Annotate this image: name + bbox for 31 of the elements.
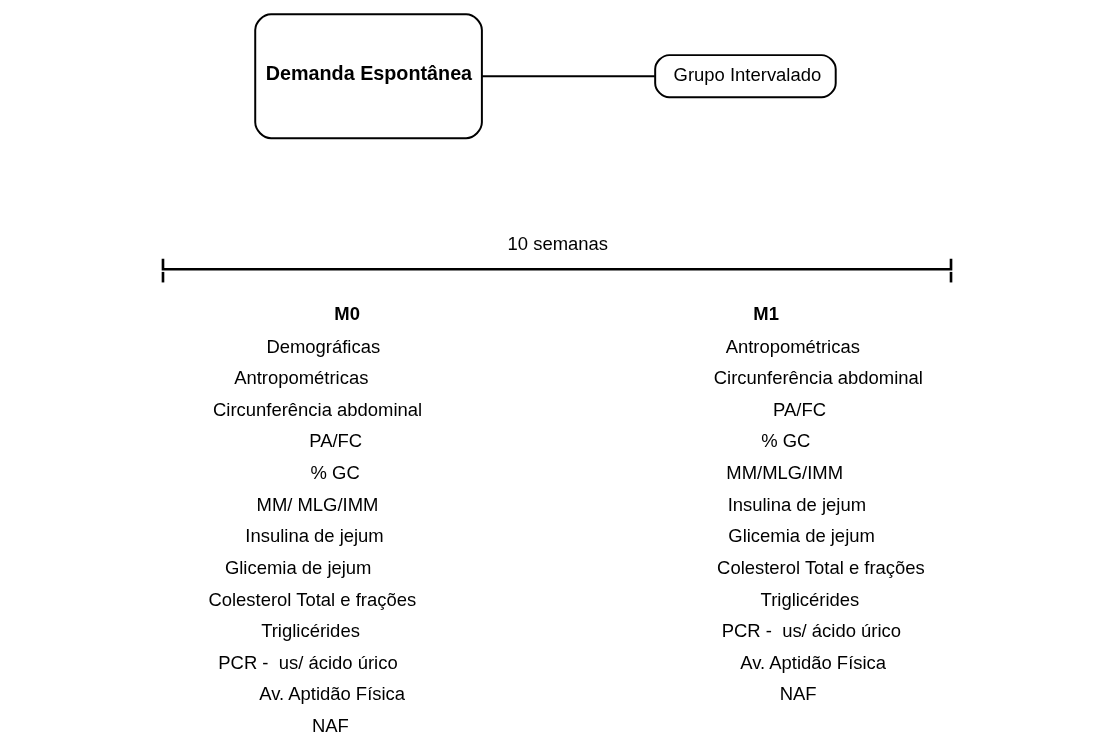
label: 10 semanas	[507, 232, 609, 254]
label: Glicemia de jejum	[224, 556, 372, 578]
connector	[480, 74, 656, 77]
label: PA/FC	[309, 429, 363, 451]
label: % GC	[761, 429, 811, 451]
label: Insulina de jejum	[727, 493, 867, 515]
label: M0	[334, 302, 360, 324]
label: NAF	[779, 682, 817, 704]
label: % GC	[310, 461, 360, 483]
label: Demográficas	[266, 335, 381, 357]
label: MM/MLG/IMM	[726, 461, 844, 483]
label: Circunferência abdominal	[213, 398, 423, 420]
label: PCR - us/ ácido úrico	[218, 651, 398, 673]
label: Insulina de jejum	[245, 524, 384, 546]
node-box: Grupo Intervalado	[654, 53, 837, 98]
label: Colesterol Total e frações	[208, 588, 417, 610]
node-box: Demanda Espontânea	[254, 12, 483, 139]
label: Circunferência abdominal	[713, 366, 923, 388]
label: Av. Aptidão Física	[740, 651, 887, 673]
label: M1	[753, 302, 779, 324]
label: PCR - us/ ácido úrico	[721, 619, 902, 641]
label: Colesterol Total e frações	[717, 556, 925, 578]
label: NAF	[311, 714, 349, 736]
label: Triglicérides	[760, 588, 860, 610]
label: Antropométricas	[725, 335, 860, 357]
label: Glicemia de jejum	[728, 524, 875, 546]
label: PA/FC	[773, 398, 827, 420]
label: Triglicérides	[261, 619, 360, 641]
label: Antropométricas	[234, 366, 369, 388]
label: MM/ MLG/IMM	[256, 493, 379, 515]
label: Av. Aptidão Física	[259, 682, 406, 704]
